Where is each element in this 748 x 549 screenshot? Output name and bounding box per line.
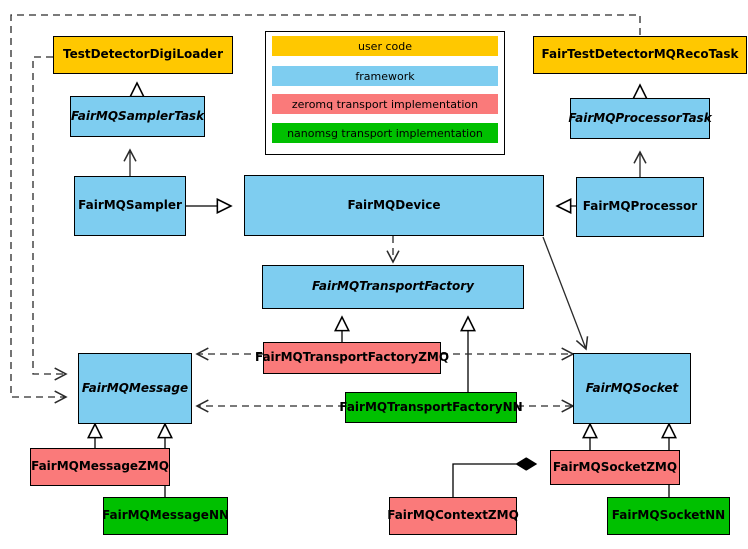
legend-label-user-code: user code	[357, 39, 413, 53]
legend-label-framework: framework	[355, 69, 415, 83]
class-fairmq-processor[interactable]: FairMQProcessor	[576, 177, 704, 237]
class-fairmq-transport-factory[interactable]: FairMQTransportFactory	[262, 265, 524, 309]
class-fairmq-context-zmq[interactable]: FairMQContextZMQ	[387, 497, 519, 535]
assoc-device-socket	[542, 236, 589, 351]
class-fairmq-transport-factory-zmq[interactable]: FairMQTransportFactoryZMQ	[255, 342, 449, 374]
class-fair-test-detector-mq-reco-task[interactable]: FairTestDetectorMQRecoTask	[533, 36, 747, 74]
class-fairmq-sampler[interactable]: FairMQSampler	[74, 176, 186, 236]
legend-item-nanomsg: nanomsg transport implementation	[272, 123, 498, 143]
legend-item-user-code: user code	[272, 36, 498, 56]
dependency-recotask-to-message	[10, 14, 641, 404]
legend-label-zeromq: zeromq transport implementation	[291, 97, 479, 111]
class-test-detector-digi-loader[interactable]: TestDetectorDigiLoader	[53, 36, 233, 74]
class-fairmq-socket-nn[interactable]: FairMQSocketNN	[607, 497, 730, 535]
class-fairmq-socket-zmq[interactable]: FairMQSocketZMQ	[550, 450, 680, 485]
class-fairmq-message-zmq[interactable]: FairMQMessageZMQ	[30, 448, 170, 486]
legend-item-zeromq: zeromq transport implementation	[272, 94, 498, 114]
class-fairmq-message[interactable]: FairMQMessage	[78, 353, 192, 424]
comp-contextzmq-socketzmq	[452, 464, 536, 497]
class-fairmq-message-nn[interactable]: FairMQMessageNN	[102, 497, 229, 535]
class-fairmq-sampler-task[interactable]: FairMQSamplerTask	[70, 96, 205, 137]
class-fairmq-processor-task[interactable]: FairMQProcessorTask	[568, 98, 712, 139]
class-fairmq-socket[interactable]: FairMQSocket	[573, 353, 691, 424]
legend-item-framework: framework	[272, 66, 498, 86]
class-fairmq-transport-factory-nn[interactable]: FairMQTransportFactoryNN	[339, 392, 523, 423]
class-fairmq-device[interactable]: FairMQDevice	[244, 175, 544, 236]
dependency-digiloader-to-message	[32, 56, 68, 381]
legend-label-nanomsg: nanomsg transport implementation	[287, 126, 483, 140]
